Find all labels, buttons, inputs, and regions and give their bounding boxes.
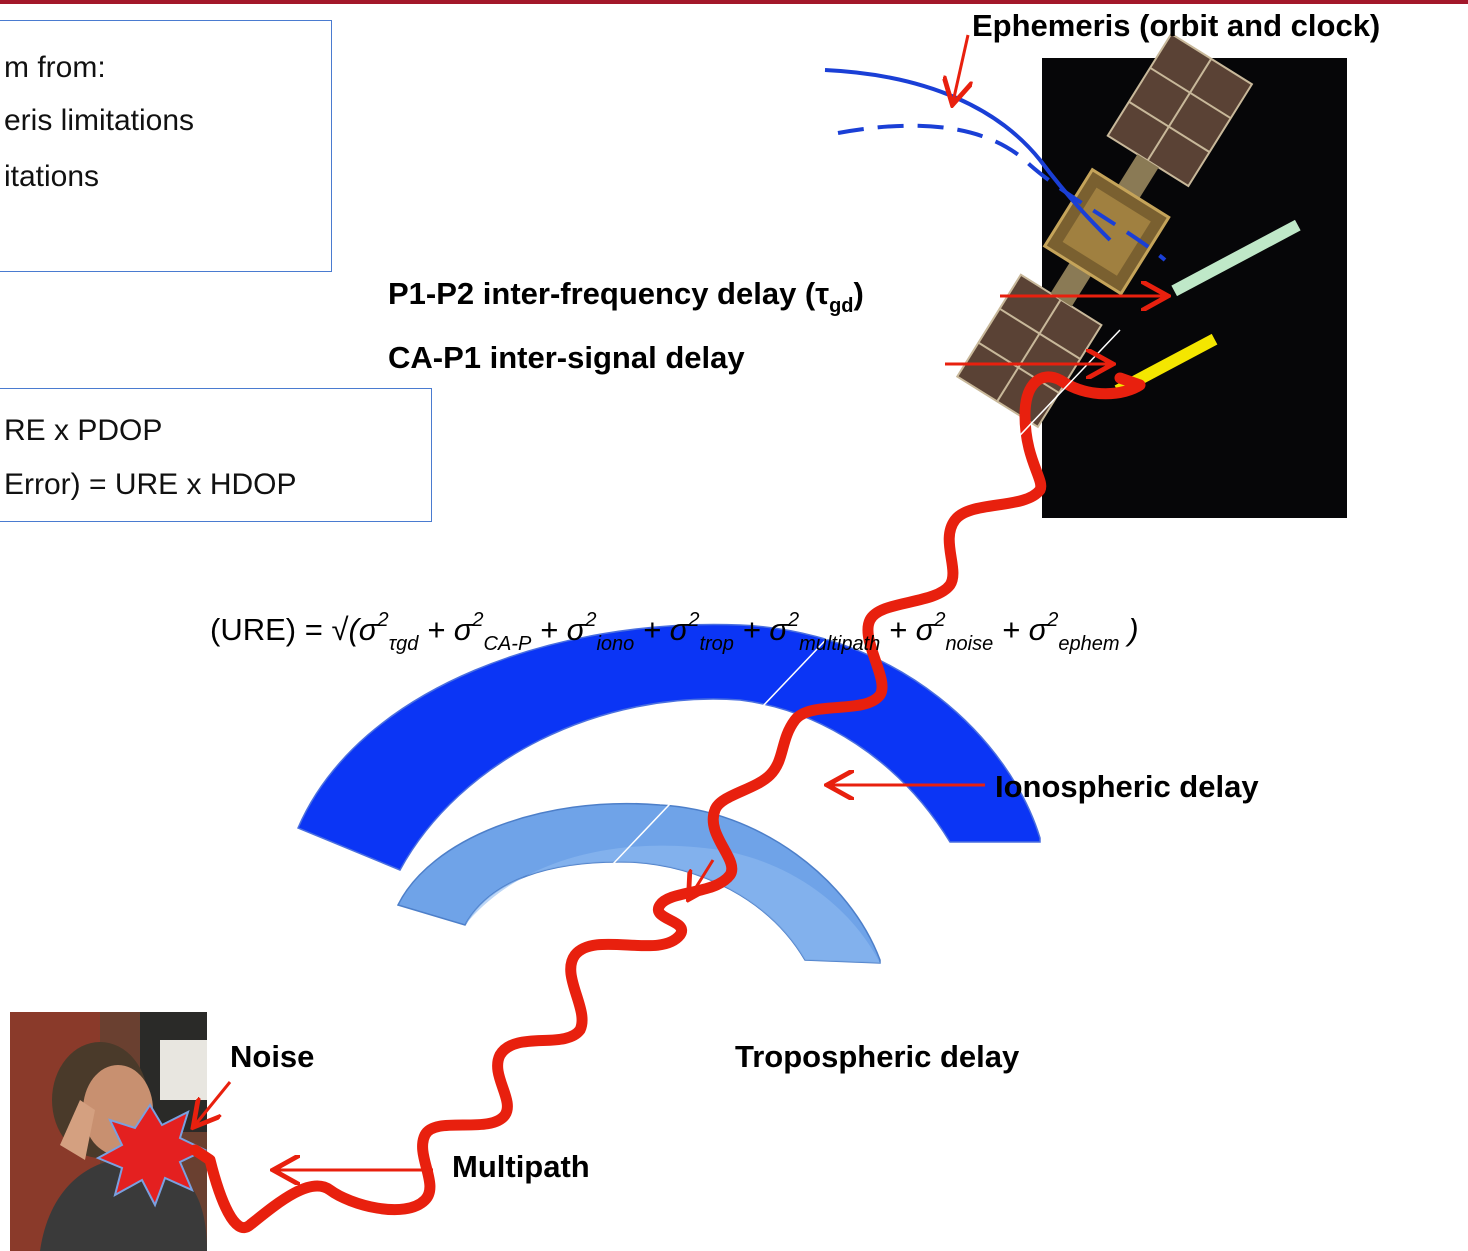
formula-power: 2 [377,609,389,631]
error-sources-box [0,20,332,272]
formula-plus: + [880,612,916,647]
ephemeris-label: Ephemeris (orbit and clock) [972,8,1381,43]
formula-power: 2 [1047,609,1059,631]
formula-term-6: ephem [1058,633,1120,655]
tropo-label: Tropospheric delay [735,1039,1020,1074]
error-sources-line-2: eris limitations [4,104,195,137]
formula-plus: + [993,612,1029,647]
dop-box [0,388,432,522]
ionosphere-layer [297,623,1041,871]
noise-label: Noise [230,1039,315,1074]
formula-power: 2 [934,609,946,631]
formula-power: 2 [787,609,800,631]
formula-sigma: σ [915,612,935,647]
formula-term-4: multipath [799,633,881,655]
formula-power: 2 [585,609,597,631]
formula-term-2: iono [596,633,635,655]
dop-line-2: Error) = URE x HDOP [4,468,297,501]
formula-term-1: CA-P [483,633,532,655]
satellite-photo [955,32,1347,518]
p1p2-label: P1-P2 inter-frequency delay (τgd) [388,276,864,318]
formula-sigma: σ [453,612,473,647]
formula-close: ) [1119,612,1139,647]
tropo-arrow [690,859,713,897]
formula-sigma: σ [769,612,788,647]
p1p2-label-text: P1-P2 inter-frequency delay (τ [388,276,830,311]
formula-term-5: noise [945,633,994,655]
formula-power: 2 [472,609,484,631]
formula-power: 2 [688,609,700,631]
formula-sigma: σ [1028,612,1048,647]
error-sources-line-3: itations [4,160,100,193]
formula-plus: + [634,612,670,647]
formula-terms: σ2τgd + σ2CA-P + σ2iono + σ2trop + σ2mul… [358,609,1120,654]
p1p2-label-subscript: gd [829,295,854,317]
broadcast-orbit [837,123,1167,262]
formula-sigma: σ [358,612,378,647]
p1p2-label-close: ) [853,276,864,311]
line-of-sight [554,329,1121,926]
troposphere-inner-shade [465,845,880,963]
error-sources-line-1: m from: [4,51,106,84]
dop-line-1: RE x PDOP [4,414,163,447]
iono-label: Ionospheric delay [995,769,1259,804]
signal-path [189,371,1146,1233]
noise-burst-icon [95,1103,208,1208]
formula-term-3: trop [699,633,734,655]
formula-sqrt-open: √( [331,612,359,647]
true-orbit [824,68,1112,242]
formula-sigma: σ [566,612,586,647]
noise-arrow [195,1081,232,1125]
ephemeris-arrow [953,34,968,102]
cap1-label: CA-P1 inter-signal delay [388,340,745,375]
formula-sigma: σ [669,612,689,647]
ure-formula: (URE) = √(σ2τgd + σ2CA-P + σ2iono + σ2tr… [210,609,1139,654]
formula-plus: + [531,612,567,647]
title-bar-stripe [0,0,1468,4]
troposphere-layer [396,802,881,964]
formula-plus: + [418,612,454,647]
formula-prefix: (URE) = [210,612,332,647]
formula-term-0: τgd [388,633,419,655]
multipath-label: Multipath [452,1149,590,1184]
formula-plus: + [733,612,770,647]
